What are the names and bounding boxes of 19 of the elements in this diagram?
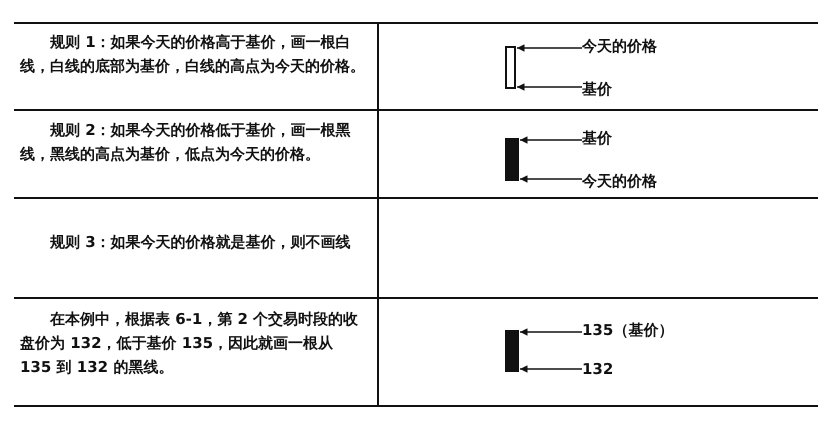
- candlestick-bar: [505, 138, 519, 181]
- arrow: [520, 136, 582, 144]
- price-label: 132: [582, 360, 614, 378]
- price-label: 基价: [582, 80, 612, 98]
- rule-description: 规则 3：如果今天的价格就是基价，则不画线: [48, 232, 352, 253]
- arrow: [520, 365, 582, 373]
- candlestick-bar: [505, 46, 516, 89]
- rule-description: 规则 1：如果今天的价格高于基价，画一根白线，白线的底部为基价，白线的高点为今天的价格。: [20, 32, 365, 77]
- rule-description: 在本例中，根据表 6-1，第 2 个交易时段的收盘价为 132，低于基价 135，因此就画一根从 135 到 132 的黑线。: [20, 309, 360, 378]
- price-label: 今天的价格: [582, 172, 657, 190]
- arrow: [520, 328, 582, 336]
- price-label: 今天的价格: [582, 37, 657, 55]
- candlestick-bar: [505, 330, 519, 372]
- price-label: 基价: [582, 129, 612, 147]
- arrow: [520, 175, 582, 183]
- arrow: [517, 83, 582, 91]
- price-label: 135（基价）: [582, 321, 674, 339]
- rule-description: 规则 2：如果今天的价格低于基价，画一根黑线，黑线的高点为基价，低点为今天的价格。: [20, 120, 352, 165]
- arrow: [517, 44, 582, 52]
